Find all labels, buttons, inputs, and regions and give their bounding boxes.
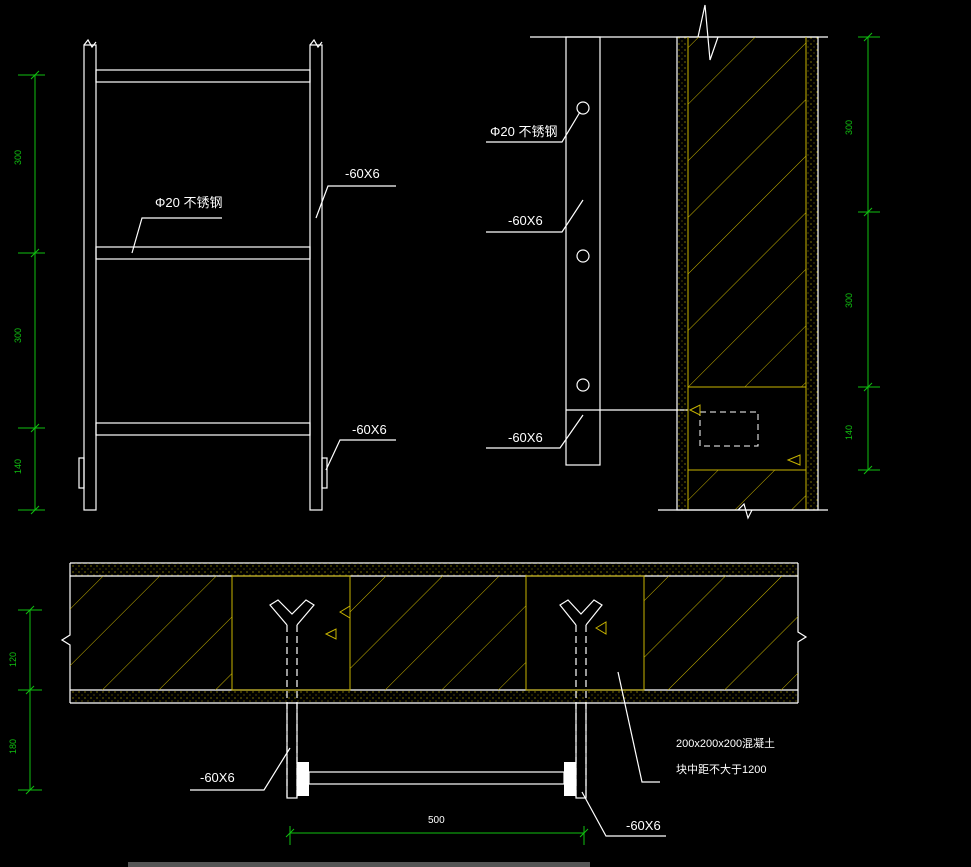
elev-dim-2: 300 [13, 328, 23, 343]
leader-left [190, 747, 291, 791]
elev-dim-1: 300 [13, 150, 23, 165]
rung-end [564, 762, 576, 796]
base-plate [321, 457, 328, 489]
rung [95, 246, 311, 260]
rung-plan [308, 771, 565, 785]
plan-label-right: -60X6 [626, 818, 661, 833]
sect-dim-1: 300 [844, 120, 854, 135]
leader-rung [131, 217, 222, 254]
rail-plan [286, 702, 298, 799]
elevation-view [18, 38, 396, 515]
elev-rail-top-label: -60X6 [345, 166, 380, 181]
leader-rail [486, 199, 584, 233]
sect-dim-3: 140 [844, 425, 854, 440]
base-plate [78, 457, 85, 489]
elev-dim-3: 140 [13, 459, 23, 474]
concrete-block [231, 575, 351, 691]
plan-dim-offset: 180 [8, 739, 18, 754]
plan-dim-width: 500 [428, 815, 445, 826]
sect-rung-label: Φ20 不锈钢 [490, 124, 557, 139]
plan-note-line2: 块中距不大于1200 [676, 762, 766, 776]
sect-dim-2: 300 [844, 293, 854, 308]
rung [95, 69, 311, 83]
plan-label-left: -60X6 [200, 770, 235, 785]
plan-dim-wall: 120 [8, 652, 18, 667]
break-mark [83, 38, 97, 49]
embedded-anchor [699, 411, 759, 447]
concrete-block [687, 386, 807, 471]
leader-note [617, 671, 660, 783]
rung-section [576, 101, 590, 115]
wall-hatch [688, 37, 806, 387]
rung-section [576, 378, 590, 392]
plaster-right [806, 37, 818, 510]
brick-hatch [644, 576, 798, 690]
leader-rail-bottom [325, 439, 396, 471]
plan-note-line1: 200x200x200混凝土 [676, 736, 775, 750]
leader-rung [486, 111, 581, 143]
horizontal-scrollbar[interactable] [128, 862, 590, 867]
rail-side [565, 36, 601, 466]
rung-end [297, 762, 309, 796]
rung [95, 422, 311, 436]
rail-plan [575, 702, 587, 799]
section-view [486, 4, 880, 520]
brick-hatch [70, 576, 232, 690]
plan-view [18, 562, 808, 845]
elev-rung-label: Φ20 不锈钢 [155, 195, 222, 210]
right-rail [309, 44, 323, 511]
leader-right [581, 791, 666, 837]
plaster-left [677, 37, 688, 510]
sect-rail-label: -60X6 [508, 213, 543, 228]
concrete-block [525, 575, 645, 691]
rung-section [576, 249, 590, 263]
sect-anchor-label: -60X6 [508, 430, 543, 445]
left-rail [83, 44, 97, 511]
break-mark [309, 38, 323, 49]
brick-hatch [350, 576, 526, 690]
elev-rail-bottom-label: -60X6 [352, 422, 387, 437]
leader-anchor [486, 414, 584, 449]
leader-rail-top [315, 185, 396, 219]
